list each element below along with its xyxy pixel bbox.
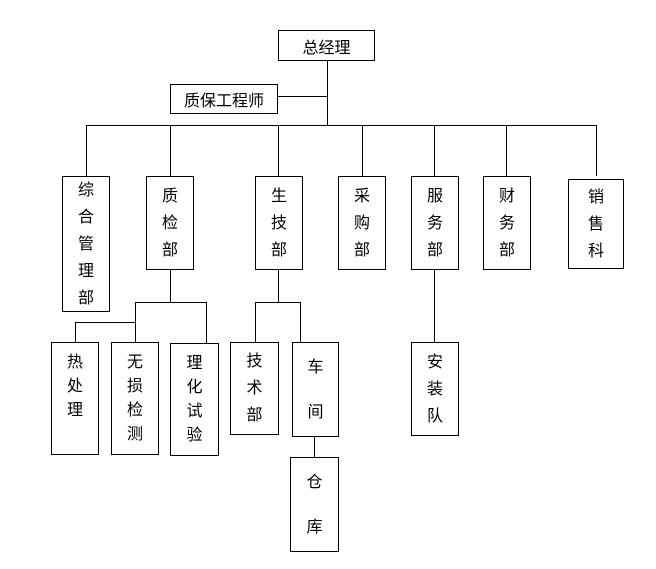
node-dept-sales: 销售科 xyxy=(568,179,624,269)
node-phys-chem-test-label: 理化试验 xyxy=(186,355,203,444)
connector-drop-purchasing xyxy=(362,125,363,176)
connector-production-rail xyxy=(255,302,301,303)
node-qa-engineer: 质保工程师 xyxy=(170,84,278,114)
connector-drop-workshop xyxy=(300,302,301,343)
connector-drop-general-admin xyxy=(86,125,87,176)
node-dept-general-admin-label: 综合管理部 xyxy=(77,181,94,307)
node-warehouse-label: 仓库 xyxy=(306,473,323,536)
node-tech-dept-label: 技术部 xyxy=(246,353,263,424)
node-warehouse: 仓库 xyxy=(290,457,339,552)
node-heat-treatment: 热处理 xyxy=(51,342,99,455)
connector-drop-service xyxy=(434,125,435,176)
node-ndt: 无损检测 xyxy=(111,342,159,455)
node-dept-service: 服务部 xyxy=(411,176,459,270)
connector-quality-rail-upper xyxy=(135,302,207,303)
node-heat-treatment-label: 热处理 xyxy=(66,354,83,419)
connector-drop-phys-chem xyxy=(206,302,207,343)
node-dept-purchasing-label: 采购部 xyxy=(353,187,370,259)
connector-production-stem xyxy=(278,270,279,302)
connector-drop-heat-treatment xyxy=(75,322,76,343)
node-dept-finance-label: 财务部 xyxy=(498,187,515,259)
connector-drop-tech-dept xyxy=(255,302,256,343)
node-workshop-label: 车间 xyxy=(307,358,324,421)
connector-main-rail xyxy=(86,125,597,126)
connector-root-drop xyxy=(327,61,328,125)
node-phys-chem-test: 理化试验 xyxy=(170,343,219,456)
node-dept-general-admin: 综合管理部 xyxy=(62,176,110,312)
node-dept-quality-label: 质检部 xyxy=(161,187,178,259)
node-tech-dept: 技术部 xyxy=(230,342,279,435)
node-general-manager: 总经理 xyxy=(278,30,375,61)
node-dept-sales-label: 销售科 xyxy=(587,188,604,260)
node-installation-team: 安装队 xyxy=(411,342,459,436)
node-dept-production: 生技部 xyxy=(255,176,303,270)
node-workshop: 车间 xyxy=(292,342,339,437)
node-dept-finance: 财务部 xyxy=(483,176,531,270)
connector-staff-link xyxy=(278,96,327,97)
node-dept-production-label: 生技部 xyxy=(270,187,287,259)
connector-drop-warehouse xyxy=(314,437,315,457)
node-dept-service-label: 服务部 xyxy=(426,187,443,259)
node-dept-quality: 质检部 xyxy=(146,176,194,270)
connector-quality-rail-lower xyxy=(75,322,136,323)
connector-drop-finance xyxy=(506,125,507,176)
connector-quality-stem xyxy=(170,270,171,302)
connector-drop-installation xyxy=(434,270,435,342)
node-dept-purchasing: 采购部 xyxy=(338,176,386,270)
connector-drop-sales xyxy=(596,125,597,176)
node-ndt-label: 无损检测 xyxy=(126,354,143,443)
connector-drop-production xyxy=(278,125,279,176)
connector-drop-quality xyxy=(170,125,171,176)
node-installation-team-label: 安装队 xyxy=(426,353,443,425)
node-general-manager-label: 总经理 xyxy=(302,39,351,57)
node-qa-engineer-label: 质保工程师 xyxy=(183,93,264,110)
